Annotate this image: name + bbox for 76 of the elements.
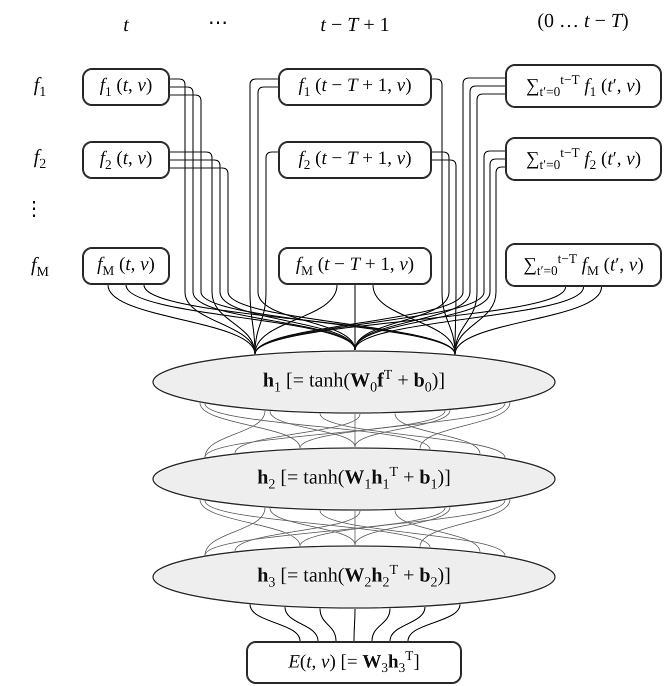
connection-line: [204, 403, 430, 450]
connection-line: [270, 508, 356, 546]
layer-ellipse: [152, 350, 556, 414]
node-label: E(t, v) [= W$_{3}$h$_{3}$$^{T}$]: [288, 648, 420, 677]
row-label: f$_{1}$: [34, 74, 46, 101]
column-header: t − T + 1: [320, 14, 390, 37]
connection-line: [200, 402, 300, 449]
connection-line: [170, 86, 356, 350]
connection-line: [204, 507, 446, 556]
connection-line: [420, 498, 510, 548]
column-header: t: [123, 14, 129, 37]
connection-line: [170, 94, 456, 355]
connection-line: [234, 414, 360, 454]
connection-line: [204, 410, 446, 458]
connection-line: [407, 604, 461, 642]
input-box: [82, 141, 170, 179]
column-header: (0 … t − T): [537, 10, 629, 33]
connection-line: [354, 506, 450, 546]
column-header: ⋯: [208, 11, 228, 35]
connection-line: [249, 604, 301, 642]
input-box: [278, 247, 432, 285]
connection-line: [200, 499, 300, 547]
node-label: ∑$_{t′=0}$$^{t−T}$ f$_{M}$ (t′, v): [523, 250, 644, 280]
input-box: [505, 243, 662, 287]
connection-line: [204, 507, 266, 556]
layer-ellipse: [152, 545, 556, 609]
node-label: f$_{2}$ (t, v): [100, 148, 152, 172]
connection-line: [353, 609, 356, 641]
connection-line: [300, 500, 506, 547]
connection-line: [319, 608, 337, 642]
connection-line: [354, 414, 356, 448]
connection-line: [394, 510, 480, 552]
node-label: ∑$_{t′=0}$$^{t−T}$ f$_{1}$ (t′, v): [526, 72, 642, 100]
connection-line: [234, 510, 360, 552]
connection-line: [270, 410, 356, 448]
connection-line: [254, 286, 566, 354]
connection-line: [420, 402, 510, 450]
connection-line: [300, 402, 506, 449]
input-box: [82, 247, 170, 285]
input-box: [82, 68, 170, 106]
connection-line: [371, 608, 391, 642]
input-box: [505, 137, 662, 181]
layer-ellipse: [152, 447, 556, 511]
node-label: f$_{2}$ (t − T + 1, v): [298, 148, 412, 172]
connection-line: [107, 284, 256, 354]
connection-line: [354, 286, 584, 350]
node-label: ∑$_{t′=0}$$^{t−T}$ f$_{2}$ (t′, v): [526, 144, 642, 174]
node-label: f$_{M}$ (t, v): [97, 254, 155, 278]
node-label: h$_{3}$ [= tanh(W$_{2}$h$_{2}$$^{T}$ + b$_{2}$)]: [257, 562, 451, 592]
input-box: [246, 641, 462, 684]
connection-line: [204, 500, 430, 548]
row-label: ⋮: [24, 197, 44, 221]
connection-line: [354, 285, 356, 350]
node-label: h$_{2}$ [= tanh(W$_{1}$h$_{1}$$^{T}$ + b$_{1}$)]: [257, 464, 451, 494]
node-label: f$_{M}$ (t − T + 1, v): [296, 254, 414, 278]
connection-line: [126, 284, 356, 350]
node-label: h$_{1}$ [= tanh(W$_{0}$f$^{T}$ + b$_{0}$)]: [262, 368, 446, 396]
connection-line: [144, 284, 456, 355]
connection-line: [372, 284, 456, 354]
node-label: f$_{1}$ (t − T + 1, v): [298, 74, 412, 100]
connection-line: [389, 606, 426, 642]
connection-line: [284, 606, 319, 642]
input-box: [505, 64, 662, 108]
row-label: f$_{2}$: [34, 146, 46, 173]
connection-line: [254, 284, 338, 354]
connection-line: [320, 413, 506, 458]
connection-line: [320, 510, 506, 556]
connection-line: [354, 510, 356, 546]
row-label: f$_{M}$: [31, 254, 49, 281]
input-box: [278, 68, 432, 106]
connection-line: [454, 286, 602, 354]
input-box: [278, 141, 432, 179]
connection-line: [204, 410, 266, 458]
connection-line: [354, 410, 450, 448]
node-label: f$_{1}$ (t, v): [100, 74, 152, 100]
connection-line: [394, 412, 480, 454]
